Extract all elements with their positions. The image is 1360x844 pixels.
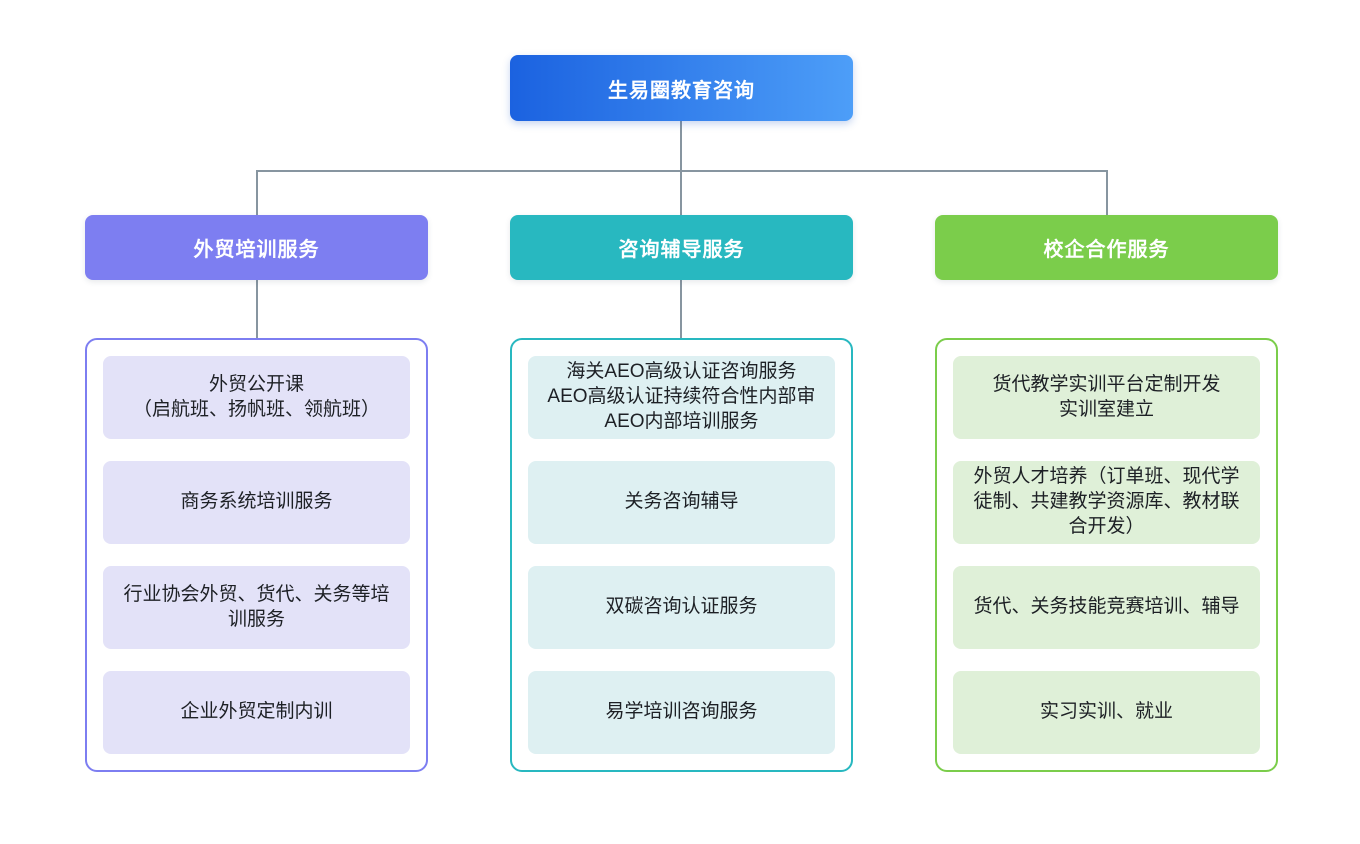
connector-horizontal: [256, 170, 1108, 172]
connector-sub-trade: [256, 280, 258, 338]
branch-header-school-enterprise: 校企合作服务: [935, 215, 1278, 280]
branch-item: 关务咨询辅导: [528, 461, 835, 544]
branch-item: 易学培训咨询服务: [528, 671, 835, 754]
branch-item: 双碳咨询认证服务: [528, 566, 835, 649]
branch-item: 货代教学实训平台定制开发 实训室建立: [953, 356, 1260, 439]
branch-container-school-enterprise: 货代教学实训平台定制开发 实训室建立 外贸人才培养（订单班、现代学徒制、共建教学…: [935, 338, 1278, 772]
branch-header-label: 校企合作服务: [1043, 239, 1170, 261]
branch-header-label: 咨询辅导服务: [618, 239, 745, 261]
branch-item: 商务系统培训服务: [103, 461, 410, 544]
connector-root-drop: [680, 121, 682, 170]
branch-header-trade-training: 外贸培训服务: [85, 215, 428, 280]
branch-item: 实习实训、就业: [953, 671, 1260, 754]
branch-container-trade-training: 外贸公开课 （启航班、扬帆班、领航班） 商务系统培训服务 行业协会外贸、货代、关…: [85, 338, 428, 772]
branch-item: 货代、关务技能竞赛培训、辅导: [953, 566, 1260, 649]
connector-sub-consulting: [680, 280, 682, 338]
branch-item: 海关AEO高级认证咨询服务 AEO高级认证持续符合性内部审 AEO内部培训服务: [528, 356, 835, 439]
branch-item: 行业协会外贸、货代、关务等培训服务: [103, 566, 410, 649]
connector-drop-trade: [256, 170, 258, 215]
branch-item: 企业外贸定制内训: [103, 671, 410, 754]
branch-item: 外贸公开课 （启航班、扬帆班、领航班）: [103, 356, 410, 439]
branch-item: 外贸人才培养（订单班、现代学徒制、共建教学资源库、教材联合开发）: [953, 461, 1260, 544]
connector-drop-consulting: [680, 170, 682, 215]
root-node: 生易圈教育咨询: [510, 55, 853, 121]
branch-header-label: 外贸培训服务: [193, 239, 320, 261]
branch-header-consulting: 咨询辅导服务: [510, 215, 853, 280]
connector-drop-school: [1106, 170, 1108, 215]
branch-container-consulting: 海关AEO高级认证咨询服务 AEO高级认证持续符合性内部审 AEO内部培训服务 …: [510, 338, 853, 772]
root-node-label: 生易圈教育咨询: [608, 79, 755, 102]
